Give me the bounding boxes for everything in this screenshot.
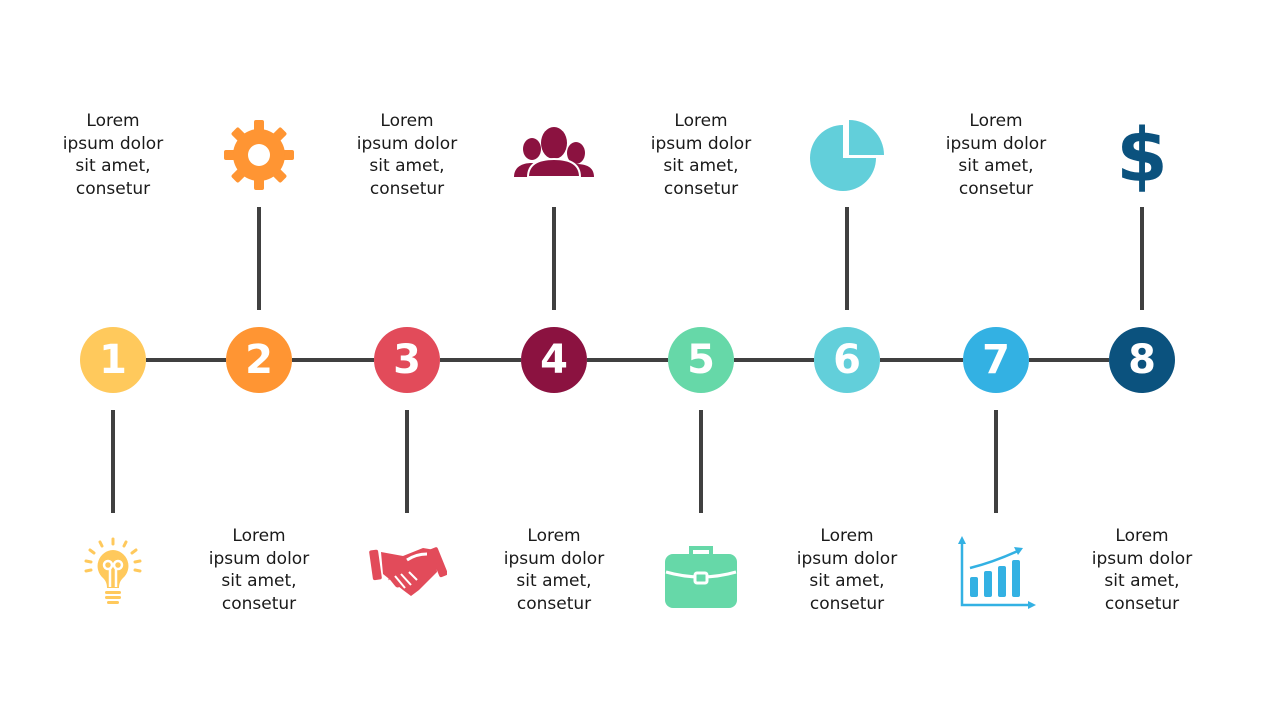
connector-line: [292, 358, 374, 362]
step-circle-8: 8: [1109, 327, 1175, 393]
briefcase-icon: [661, 530, 741, 610]
lightbulb-icon: [73, 530, 153, 610]
step-circle-3: 3: [374, 327, 440, 393]
connector-line: [880, 358, 963, 362]
stem-line: [699, 410, 703, 513]
text-line: sit amet,: [369, 156, 445, 176]
text-line: ipsum dolor: [1091, 548, 1193, 569]
text-line: consetur: [516, 593, 592, 614]
step-circle-6: 6: [814, 327, 880, 393]
handshake-icon: [367, 530, 448, 610]
step-circle-1: 1: [80, 327, 146, 393]
text-line: ipsum dolor: [208, 548, 310, 569]
text-line: Lorem: [969, 111, 1023, 131]
text-line: ipsum dolor: [62, 133, 164, 154]
stem-line: [994, 410, 998, 513]
text-line: consetur: [809, 593, 885, 614]
stem-line: [405, 410, 409, 513]
text-line: sit amet,: [516, 571, 592, 591]
gear-icon: [219, 115, 299, 195]
text-line: Lorem: [232, 526, 286, 546]
step-circle-7: 7: [963, 327, 1029, 393]
pie-chart-icon: [807, 115, 887, 195]
text-line: ipsum dolor: [503, 548, 605, 569]
connector-line: [440, 358, 521, 362]
text-line: consetur: [1104, 593, 1180, 614]
text-line: sit amet,: [663, 156, 739, 176]
text-line: sit amet,: [221, 571, 297, 591]
text-line: Lorem: [1115, 526, 1169, 546]
text-line: Lorem: [527, 526, 581, 546]
text-line: Lorem: [820, 526, 874, 546]
text-line: Lorem: [380, 111, 434, 131]
step-circle-2: 2: [226, 327, 292, 393]
text-line: sit amet,: [809, 571, 885, 591]
text-line: Lorem: [86, 111, 140, 131]
dollar-icon: $: [1102, 113, 1182, 199]
text-line: consetur: [958, 178, 1034, 199]
text-line: sit amet,: [1104, 571, 1180, 591]
step-circle-5: 5: [668, 327, 734, 393]
text-line: ipsum dolor: [356, 133, 458, 154]
text-line: sit amet,: [75, 156, 151, 176]
connector-line: [1029, 358, 1109, 362]
text-line: consetur: [663, 178, 739, 199]
connector-line: [146, 358, 226, 362]
svg-text:$: $: [1116, 115, 1168, 195]
text-line: ipsum dolor: [945, 133, 1047, 154]
people-icon: [514, 115, 594, 195]
connector-line: [734, 358, 814, 362]
connector-line: [587, 358, 668, 362]
text-line: Lorem: [674, 111, 728, 131]
text-line: ipsum dolor: [796, 548, 898, 569]
text-line: consetur: [75, 178, 151, 199]
stem-line: [552, 207, 556, 310]
text-line: consetur: [221, 593, 297, 614]
bar-chart-icon: [956, 530, 1036, 610]
text-line: sit amet,: [958, 156, 1034, 176]
stem-line: [257, 207, 261, 310]
text-line: ipsum dolor: [650, 133, 752, 154]
stem-line: [111, 410, 115, 513]
text-line: consetur: [369, 178, 445, 199]
stem-line: [1140, 207, 1144, 310]
step-circle-4: 4: [521, 327, 587, 393]
stem-line: [845, 207, 849, 310]
